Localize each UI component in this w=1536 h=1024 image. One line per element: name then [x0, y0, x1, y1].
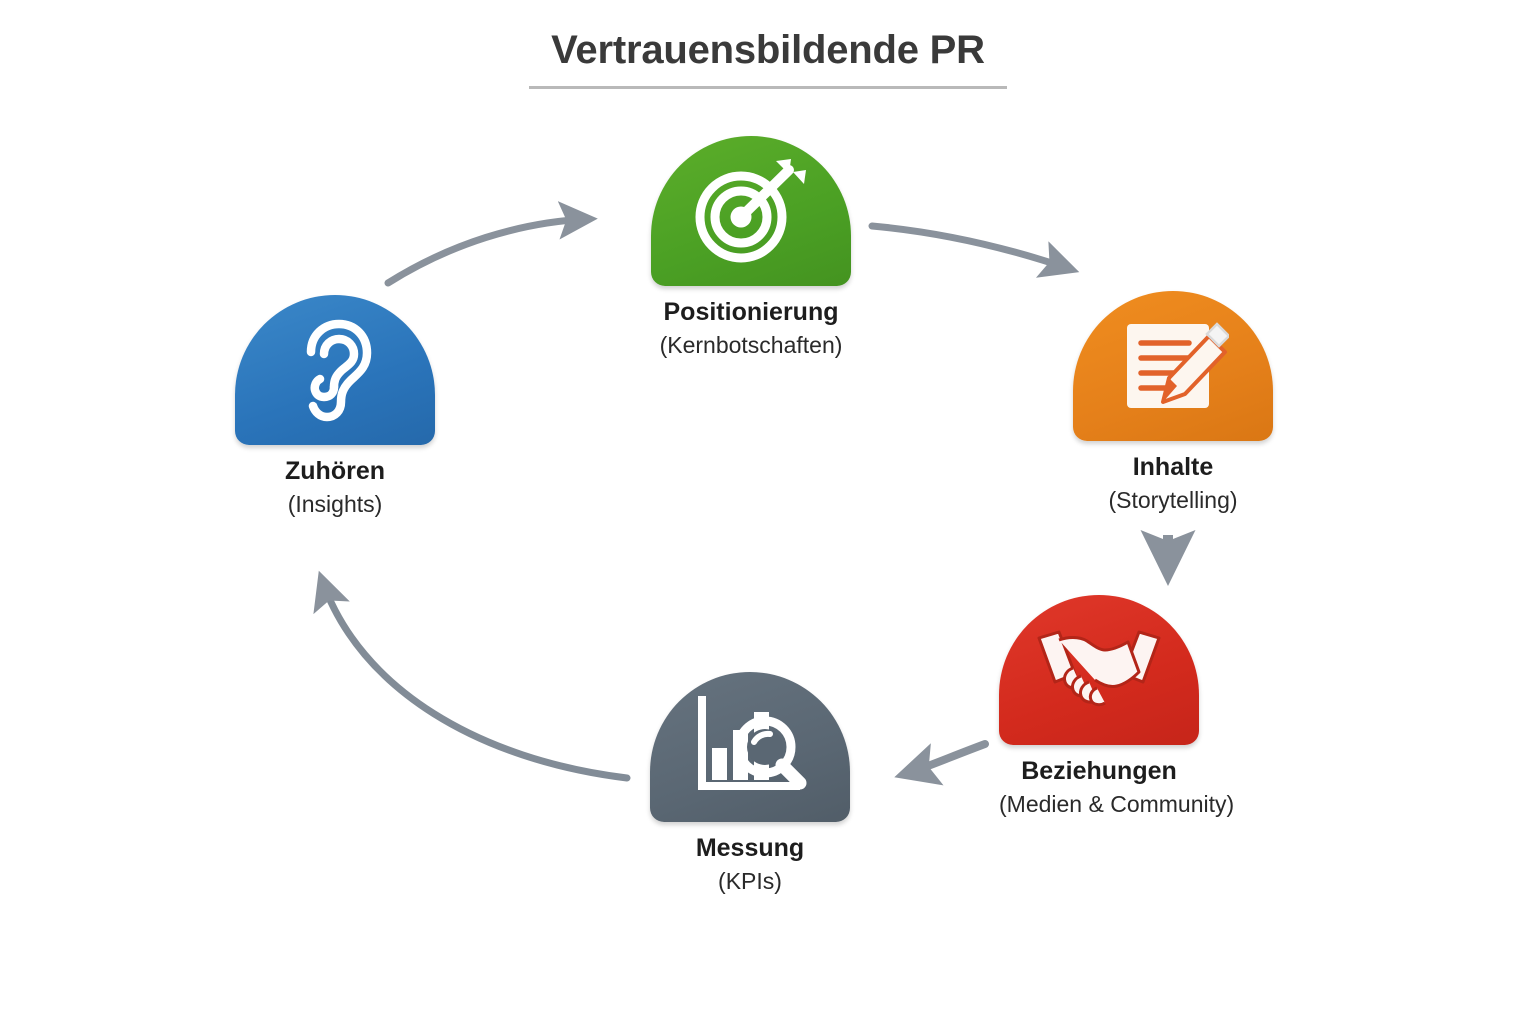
title-divider	[529, 86, 1007, 89]
ear-icon	[306, 319, 372, 422]
handshake-icon	[1037, 630, 1161, 707]
node-zuhoeren-sub: (Insights)	[287, 490, 383, 517]
node-zuhoeren[interactable]: Zuhören (Insights)	[235, 295, 435, 517]
node-inhalte-shape	[1073, 291, 1273, 441]
node-positionierung[interactable]: Positionierung (Kernbotschaften)	[651, 136, 851, 358]
page-title: Vertrauensbildende PR	[0, 28, 1536, 89]
arrow-positionierung-to-inhalte	[868, 222, 1080, 278]
node-inhalte-label: Inhalte	[1132, 453, 1214, 481]
node-positionierung-sub: (Kernbotschaften)	[659, 331, 843, 358]
document-pencil-icon	[1127, 322, 1229, 408]
node-zuhoeren-shape	[235, 295, 435, 445]
node-beziehungen-sub: (Medien & Community)	[999, 790, 1235, 817]
node-beziehungen[interactable]: Beziehungen (Medien & Community)	[999, 595, 1235, 817]
target-arrow-icon	[695, 159, 806, 263]
node-positionierung-label: Positionierung	[663, 298, 839, 326]
page-title-text: Vertrauensbildende PR	[551, 28, 985, 72]
node-beziehungen-shape	[999, 595, 1199, 745]
node-zuhoeren-label: Zuhören	[285, 457, 385, 485]
node-beziehungen-label: Beziehungen	[1021, 757, 1177, 785]
arrow-zuhoeren-to-positionierung	[384, 201, 598, 287]
arrow-beziehungen-to-messung	[894, 740, 989, 786]
node-messung-shape	[650, 672, 850, 822]
node-positionierung-shape	[651, 136, 851, 286]
node-messung-label: Messung	[695, 834, 805, 862]
node-messung[interactable]: Messung (KPIs)	[650, 672, 850, 894]
node-messung-sub: (KPIs)	[718, 867, 782, 894]
arrow-messung-to-zuhoeren	[313, 570, 631, 782]
node-inhalte-sub: (Storytelling)	[1108, 486, 1238, 513]
node-inhalte[interactable]: Inhalte (Storytelling)	[1073, 291, 1273, 513]
bar-chart-magnifier-icon	[698, 696, 807, 790]
